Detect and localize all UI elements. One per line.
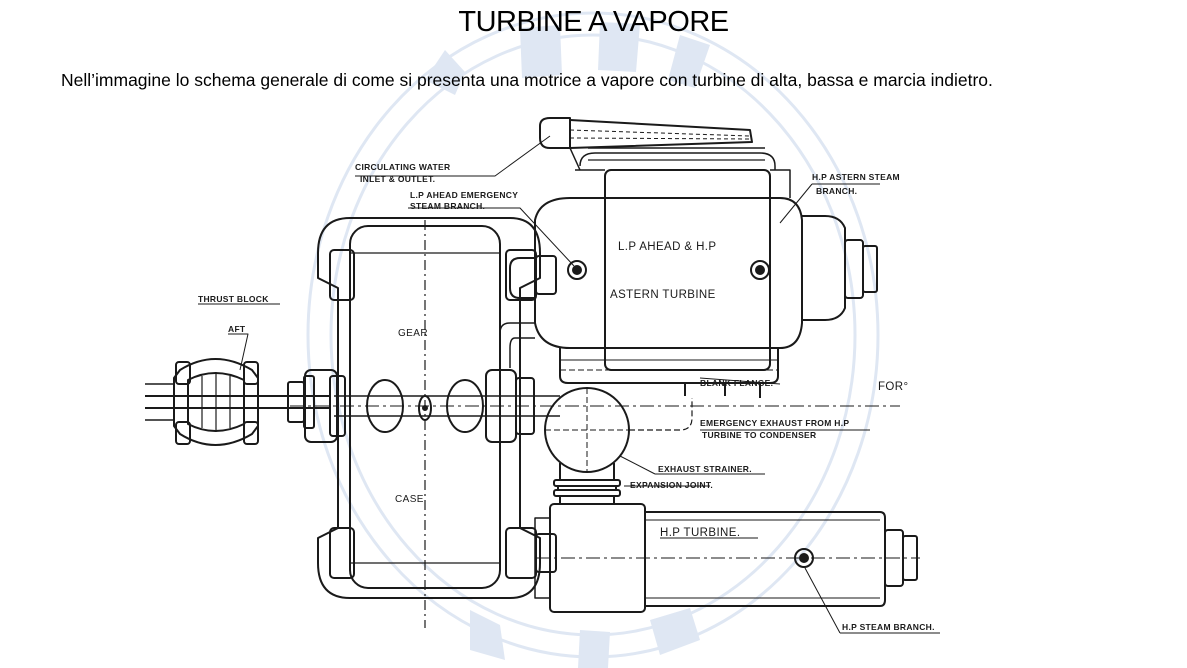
label-emergency-exhaust-2: TURBINE TO CONDENSER [702, 430, 816, 440]
slide-description: Nell’immagine lo schema generale di come… [61, 70, 993, 90]
label-expansion-joint: EXPANSION JOINT. [630, 480, 713, 490]
label-circulating-water-1: CIRCULATING WATER [355, 162, 450, 172]
propeller-shaft [145, 383, 330, 421]
label-gear: GEAR [398, 328, 428, 339]
lp-ahead-hp-astern-turbine [509, 147, 878, 398]
label-aft: AFT [228, 324, 246, 334]
label-hp-astern-2: BRANCH. [816, 186, 857, 196]
label-forward: FOR° [878, 381, 908, 393]
thrust-block [173, 358, 259, 446]
label-hp-steam-branch: H.P STEAM BRANCH. [842, 622, 935, 632]
label-lp-turbine-1: L.P AHEAD & H.P [618, 241, 716, 253]
crossover-pipe [499, 322, 535, 368]
circulating-water-inlet [539, 117, 753, 171]
exhaust-strainer [544, 387, 693, 473]
coupling-flange [287, 375, 315, 429]
label-lp-emergency-1: L.P AHEAD EMERGENCY [410, 190, 518, 200]
label-lp-turbine-2: ASTERN TURBINE [610, 289, 716, 301]
label-thrust-block: THRUST BLOCK [198, 294, 269, 304]
label-emergency-exhaust-1: EMERGENCY EXHAUST FROM H.P [700, 418, 849, 428]
steam-turbine-schematic: CIRCULATING WATER INLET & OUTLET. L.P AH… [145, 117, 940, 634]
label-hp-astern-1: H.P ASTERN STEAM [812, 172, 900, 182]
slide-title: TURBINE A VAPORE [458, 6, 729, 38]
label-exhaust-strainer: EXHAUST STRAINER. [658, 464, 752, 474]
hp-turbine [534, 503, 920, 613]
label-blank-flange: BLANK FLANGE. [700, 378, 773, 388]
label-lp-emergency-2: STEAM BRANCH. [410, 201, 485, 211]
gear-case [290, 217, 900, 628]
expansion-joint [553, 463, 621, 504]
label-hp-turbine: H.P TURBINE. [660, 527, 740, 539]
leader-lines [198, 135, 940, 634]
label-case: CASE [395, 494, 424, 505]
label-circulating-water-2: INLET & OUTLET. [360, 174, 435, 184]
